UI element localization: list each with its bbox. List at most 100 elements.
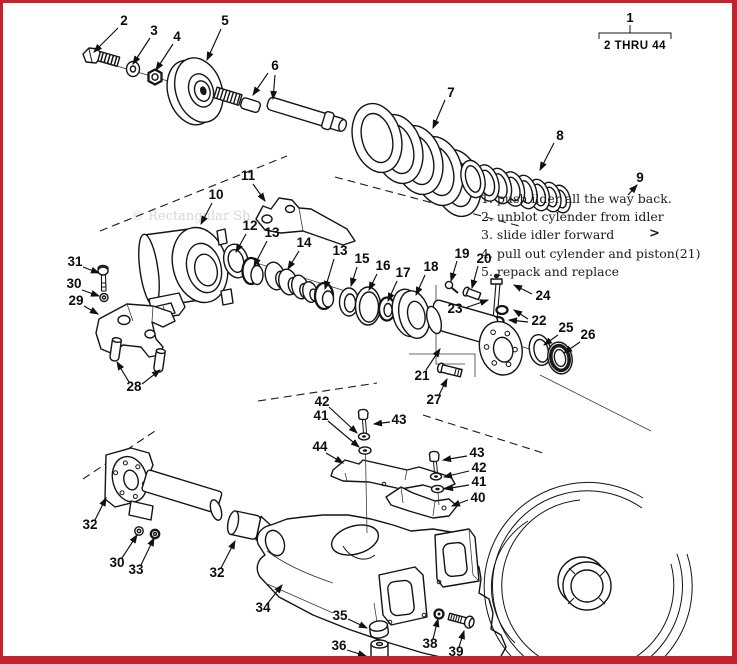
leader-arrow-6 — [270, 74, 278, 101]
leader-arrow-24 — [512, 284, 533, 295]
leader-arrow-44 — [325, 452, 344, 464]
leader-arrow-12 — [235, 233, 247, 254]
nut-4 — [147, 68, 163, 86]
washer-42a — [357, 432, 371, 441]
washer-33 — [149, 528, 161, 540]
washer-30b — [134, 526, 144, 536]
note-line-1: 1. push ilder all the way back. — [481, 191, 672, 206]
callout-26: 26 — [580, 327, 596, 342]
callout-29: 29 — [68, 293, 83, 308]
leader-arrow-10 — [200, 202, 213, 226]
washer-41b — [430, 484, 445, 494]
callout-20: 20 — [476, 251, 491, 266]
callout-17: 17 — [395, 265, 410, 280]
callout-22: 22 — [531, 313, 546, 328]
leader-arrow-5 — [206, 28, 222, 62]
callout-43: 43 — [469, 445, 485, 460]
leader-arrow-42 — [442, 470, 470, 479]
ring-16 — [354, 286, 382, 326]
leader-arrow-33 — [140, 536, 155, 566]
note-line-4: 4. pull out cylender and piston(21) — [481, 246, 701, 261]
callout-19: 19 — [454, 246, 469, 261]
flange-ring-18 — [391, 288, 431, 339]
cylinder-flange — [478, 320, 523, 376]
callout-15: 15 — [354, 251, 370, 266]
leader-arrow-39 — [458, 629, 465, 648]
seal-cup-13b — [313, 281, 335, 311]
leader-arrow-13 — [253, 240, 268, 268]
note-line-5: 5. repack and replace — [481, 264, 619, 279]
callout-13: 13 — [332, 243, 348, 258]
callout-42: 42 — [471, 460, 486, 475]
leader-arrow-6 — [252, 72, 269, 96]
callout-2: 2 — [120, 13, 128, 28]
figure-ref: 1 2 THRU 44 — [598, 10, 672, 52]
leader-arrow-41 — [443, 484, 470, 492]
callout-28: 28 — [126, 379, 142, 394]
bolt-43a-axis — [365, 453, 368, 534]
leader-arrow-23 — [464, 299, 490, 309]
callout-3: 3 — [150, 23, 158, 38]
leader-arrow-32 — [220, 539, 236, 569]
screw-19 — [444, 280, 459, 294]
leader-arrow-28 — [141, 369, 161, 385]
callout-11: 11 — [241, 168, 256, 183]
callout-31: 31 — [67, 254, 83, 269]
plug-axis — [373, 602, 378, 623]
leader-arrow-30 — [121, 534, 138, 559]
adjuster-housing-34 — [256, 514, 507, 656]
leader-arrow-14 — [287, 250, 300, 270]
washer-15 — [338, 287, 360, 317]
callout-13: 13 — [264, 225, 280, 240]
callout-34: 34 — [255, 600, 271, 615]
figure-ref-item: 1 — [626, 10, 633, 25]
callout-12: 12 — [242, 218, 257, 233]
seal-ring-17 — [377, 296, 397, 322]
leader-arrow-4 — [155, 43, 174, 71]
washer-38 — [433, 608, 445, 620]
leader-arrow-15 — [350, 266, 358, 288]
leader-arrow-43 — [441, 455, 468, 463]
washer-41a — [358, 446, 372, 455]
callout-27: 27 — [426, 392, 441, 407]
inner-spring-8 — [460, 159, 572, 214]
plunger-36 — [370, 639, 389, 656]
callout-18: 18 — [423, 259, 439, 274]
washer-42b — [429, 472, 443, 481]
leader-arrow-19 — [450, 260, 458, 283]
leader-arrow-17 — [387, 280, 398, 303]
bolt-43b — [428, 450, 440, 474]
callout-16: 16 — [375, 258, 391, 273]
callout-7: 7 — [447, 85, 455, 100]
callout-23: 23 — [447, 301, 463, 316]
outer-spring-7 — [351, 102, 482, 218]
nut-22a — [495, 304, 509, 316]
callout-8: 8 — [556, 128, 564, 143]
callout-41: 41 — [313, 408, 329, 423]
leader-arrow-20 — [470, 265, 479, 290]
mount-housing-32 — [104, 447, 223, 521]
repair-notes: 1. push ilder all the way back. 2. unblo… — [481, 191, 701, 279]
callout-30: 30 — [66, 276, 81, 291]
bracket-40 — [385, 486, 458, 519]
cylinder-21 — [425, 299, 499, 345]
leader-arrow-40 — [450, 499, 469, 507]
leader-arrow-36 — [346, 649, 368, 656]
leader-arrow-7 — [432, 99, 446, 130]
wheel-hub — [557, 556, 612, 611]
idler-housing-10 — [138, 226, 234, 320]
callout-41: 41 — [471, 474, 487, 489]
leader-arrow-29 — [83, 305, 99, 315]
leader-arrow-16 — [368, 273, 378, 292]
leader-arrow-13 — [324, 258, 335, 291]
leader-arrow-32 — [94, 496, 107, 521]
pointer-glyph: > — [649, 226, 660, 241]
figure-ref-range: 2 THRU 44 — [604, 40, 666, 52]
leader-arrow-9 — [627, 184, 638, 196]
callout-40: 40 — [470, 490, 485, 505]
callout-5: 5 — [221, 13, 229, 28]
plug-cap-35 — [368, 620, 390, 639]
leader-arrow-41 — [327, 420, 360, 448]
